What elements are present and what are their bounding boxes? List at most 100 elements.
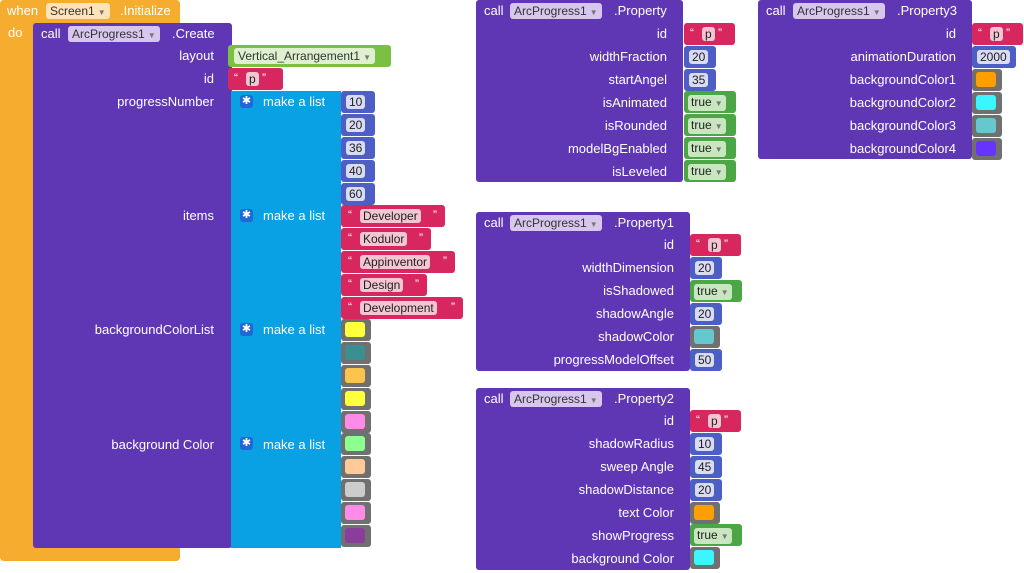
startangel-value[interactable]: 35 [689, 73, 709, 87]
property3-param-label: backgroundColor1 [849, 72, 956, 87]
item-string-value[interactable]: Design [360, 278, 404, 292]
gear-icon[interactable]: ✱ [240, 95, 253, 108]
arcprogress-create-block[interactable] [33, 23, 232, 548]
backgroundcolor-block[interactable] [972, 69, 1002, 91]
color-block[interactable] [341, 456, 371, 478]
color-swatch[interactable] [976, 95, 996, 110]
color-block[interactable] [341, 479, 371, 501]
color-block[interactable] [341, 319, 371, 341]
property1-component-dropdown[interactable]: ArcProgress1▼ [510, 215, 602, 231]
color-swatch[interactable] [976, 118, 996, 133]
property2-id-value[interactable]: p [708, 414, 721, 428]
property3-param-label: animationDuration [850, 49, 956, 64]
color-block[interactable] [341, 525, 371, 547]
quote-close: ” [724, 413, 728, 427]
property3-component-dropdown[interactable]: ArcProgress1▼ [793, 3, 885, 19]
bgcolor-list-block[interactable] [231, 433, 341, 548]
shadowdistance-value[interactable]: 20 [695, 483, 715, 497]
property1-id-value[interactable]: p [708, 238, 721, 252]
isleveled-dropdown[interactable]: true▼ [688, 164, 726, 180]
item-string-value[interactable]: Kodulor [360, 232, 408, 246]
gear-icon[interactable]: ✱ [240, 323, 253, 336]
color-swatch[interactable] [345, 322, 365, 337]
number-value[interactable]: 40 [346, 164, 366, 178]
color-block[interactable] [341, 388, 371, 410]
isrounded-dropdown[interactable]: true▼ [688, 118, 726, 134]
number-value[interactable]: 60 [346, 187, 366, 201]
sweepangle-value[interactable]: 45 [695, 460, 715, 474]
color-swatch[interactable] [345, 368, 365, 383]
screen1-component-dropdown[interactable]: Screen1▼ [46, 3, 110, 19]
animationduration-value[interactable]: 2000 [977, 50, 1010, 64]
property3-param-label: backgroundColor2 [849, 95, 956, 110]
showprogress-dropdown[interactable]: true▼ [694, 528, 732, 544]
property-param-label: id [656, 26, 667, 41]
quote-open: “ [690, 26, 694, 40]
color-swatch[interactable] [345, 528, 365, 543]
backgroundcolor-block[interactable] [972, 92, 1002, 114]
bgcolorlist-list-block[interactable] [231, 319, 341, 433]
bgcolor-color-block[interactable] [690, 547, 720, 569]
isshadowed-dropdown[interactable]: true▼ [694, 284, 732, 300]
property-id-value[interactable]: p [702, 27, 715, 41]
arcprogress-property1-block[interactable] [476, 212, 690, 371]
arcprogress-property3-block[interactable] [758, 0, 972, 159]
property1-param-label: shadowAngle [595, 306, 674, 321]
shadowcolor-color-block[interactable] [690, 326, 720, 348]
quote-open: “ [348, 277, 352, 291]
color-block[interactable] [341, 342, 371, 364]
color-swatch[interactable] [976, 72, 996, 87]
shadowradius-value[interactable]: 10 [695, 437, 715, 451]
arcprogress-property-block[interactable] [476, 0, 683, 182]
arcprogress-property2-block[interactable] [476, 388, 690, 570]
modelbgenabled-dropdown[interactable]: true▼ [688, 141, 726, 157]
create-id-value[interactable]: p [246, 72, 259, 86]
widthfraction-value[interactable]: 20 [689, 50, 709, 64]
color-swatch[interactable] [345, 391, 365, 406]
color-block[interactable] [341, 433, 371, 455]
isrounded-value: true [691, 118, 712, 132]
layout-component-dropdown[interactable]: Vertical_Arrangement1▼ [234, 48, 375, 64]
gear-icon[interactable]: ✱ [240, 437, 253, 450]
item-string-value[interactable]: Development [360, 301, 437, 315]
create-component-dropdown[interactable]: ArcProgress1▼ [68, 26, 160, 42]
color-block[interactable] [341, 365, 371, 387]
property-param-label: widthFraction [589, 49, 667, 64]
textcolor-swatch[interactable] [694, 505, 714, 520]
property2-call-keyword: call [484, 391, 504, 406]
property-component-dropdown[interactable]: ArcProgress1▼ [510, 3, 602, 19]
shadowcolor-swatch[interactable] [694, 329, 714, 344]
number-value[interactable]: 20 [346, 118, 366, 132]
color-swatch[interactable] [976, 141, 996, 156]
progressnumber-list-block[interactable] [231, 91, 341, 205]
textcolor-color-block[interactable] [690, 502, 720, 524]
property3-id-value[interactable]: p [990, 27, 1003, 41]
color-block[interactable] [341, 502, 371, 524]
item-string-value[interactable]: Developer [360, 209, 421, 223]
items-list-block[interactable] [231, 205, 341, 319]
color-swatch[interactable] [345, 459, 365, 474]
widthdimension-value[interactable]: 20 [695, 261, 715, 275]
shadowangle-value[interactable]: 20 [695, 307, 715, 321]
color-block[interactable] [341, 411, 371, 433]
color-swatch[interactable] [345, 505, 365, 520]
item-string-value[interactable]: Appinventor [360, 255, 431, 269]
number-value[interactable]: 36 [346, 141, 366, 155]
color-swatch[interactable] [345, 436, 365, 451]
chevron-down-icon: ▼ [720, 288, 729, 297]
chevron-down-icon: ▼ [714, 168, 723, 177]
modelbgenabled-value: true [691, 141, 712, 155]
backgroundcolor-block[interactable] [972, 138, 1002, 160]
color-swatch[interactable] [345, 345, 365, 360]
color-swatch[interactable] [345, 482, 365, 497]
number-value[interactable]: 10 [346, 95, 366, 109]
progressmodeloffset-value[interactable]: 50 [695, 353, 715, 367]
gear-icon[interactable]: ✱ [240, 209, 253, 222]
isanimated-dropdown[interactable]: true▼ [688, 95, 726, 111]
color-swatch[interactable] [345, 414, 365, 429]
quote-close: ” [415, 277, 419, 291]
backgroundcolor-block[interactable] [972, 115, 1002, 137]
property2-param-label: id [663, 413, 674, 428]
property2-component-dropdown[interactable]: ArcProgress1▼ [510, 391, 602, 407]
backgroundcolor-swatch[interactable] [694, 550, 714, 565]
